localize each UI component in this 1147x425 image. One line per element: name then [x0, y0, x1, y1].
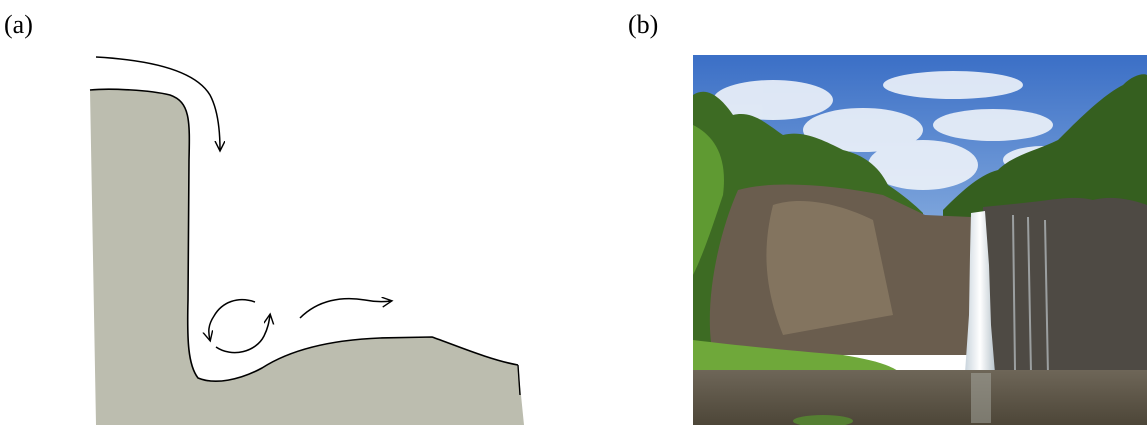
cliff-outline: [89, 88, 519, 382]
waterfall: [965, 211, 995, 373]
waterfall-photo: [693, 55, 1147, 425]
panel-b-label: (b): [628, 10, 659, 39]
cliff-terrain: [90, 89, 524, 425]
cliff-flow-diagram: [89, 56, 524, 425]
left-cliff-rock-light: [766, 200, 893, 335]
thin-falls: [1012, 214, 1049, 376]
foreground-plants: [793, 415, 853, 425]
recirculation-arrow-right: [215, 315, 270, 354]
panel-a-label: (a): [4, 10, 33, 39]
right-cliff-rock: [983, 197, 1147, 375]
flow-over-cliff-arrow: [95, 56, 220, 150]
plunge-pool: [693, 370, 1147, 425]
waterfall-reflection: [971, 373, 991, 423]
cliff-outline-right: [517, 364, 521, 396]
downstream-flow-arrow: [299, 299, 391, 319]
recirculation-arrow-left: [209, 298, 256, 340]
left-foliage-highlight: [693, 125, 724, 275]
